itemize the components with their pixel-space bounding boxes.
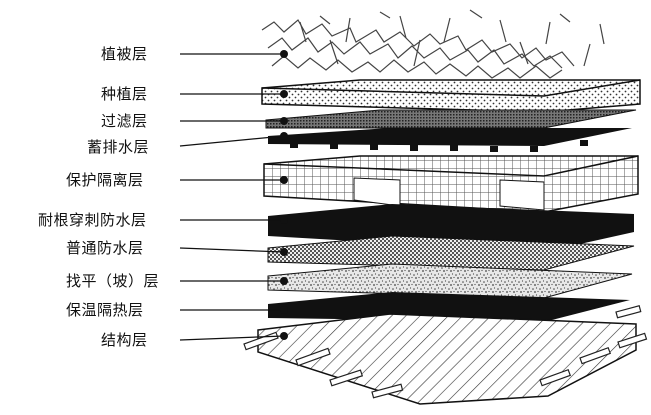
leader-lines	[179, 53, 285, 341]
label-planting: 种植层	[101, 85, 148, 103]
filter-layer-art	[265, 109, 637, 129]
leveling-layer-art	[267, 263, 633, 299]
label-filter: 过滤层	[101, 112, 148, 130]
label-root-resistant: 耐根穿刺防水层	[38, 211, 147, 229]
vegetation-layer-art	[261, 9, 605, 79]
label-waterproof: 普通防水层	[66, 239, 144, 257]
label-drainage: 蓄排水层	[87, 138, 150, 156]
label-protection: 保护隔离层	[66, 171, 144, 189]
insulation-layer-art	[268, 292, 630, 322]
label-leveling: 找平（坡）层	[66, 272, 160, 290]
anchor-dots	[280, 50, 288, 340]
label-vegetation: 植被层	[101, 45, 148, 63]
protection-layer-art	[263, 155, 639, 213]
structure-layer-art	[243, 305, 648, 405]
planting-layer-art	[261, 79, 641, 113]
label-structure: 结构层	[101, 331, 148, 349]
label-insulation: 保温隔热层	[66, 301, 144, 319]
waterproof-layer-art	[267, 235, 635, 271]
drainage-layer-art	[268, 128, 632, 152]
